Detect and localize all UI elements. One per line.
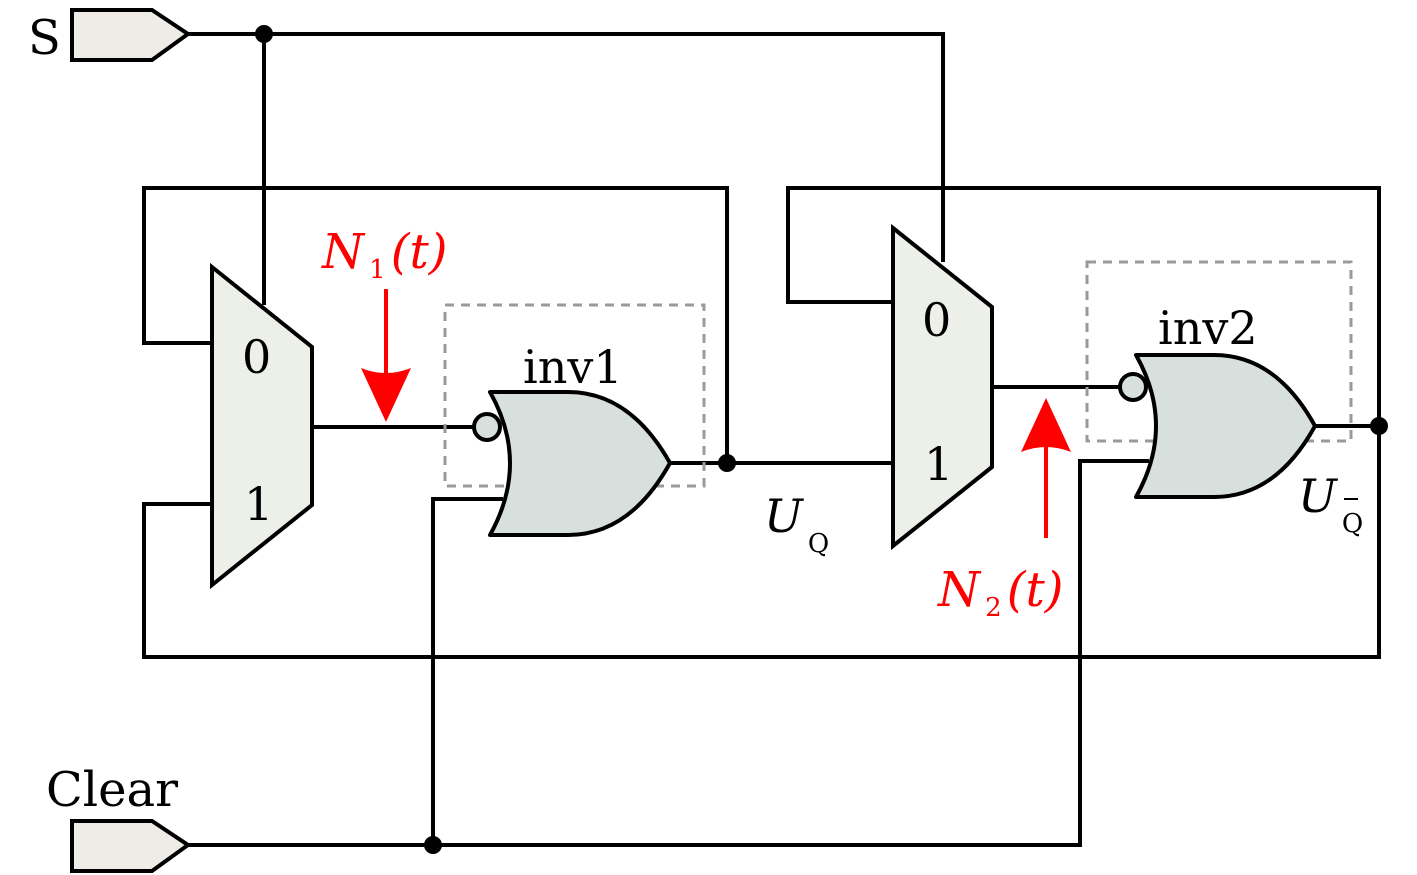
junction-uq: [718, 454, 736, 472]
n2-main: N: [937, 562, 982, 618]
uqbar-sub: Q: [1342, 509, 1363, 539]
inv1-gate-body: [488, 390, 672, 537]
inv1-inversion-bubble: [472, 412, 502, 442]
mux2: [891, 223, 994, 551]
inv2-boundary-box: [1085, 260, 1353, 443]
wire-s-to-mux2-select: [188, 32, 945, 262]
wire-feedback-uqbar-to-mux2-in0: [786, 186, 1381, 426]
wire-feedback-uqbar-to-mux1-in1: [142, 426, 1381, 659]
n1-arg: (t): [391, 224, 448, 280]
inv2-gate: [1118, 353, 1317, 499]
mux2-in0-label: 0: [922, 293, 951, 347]
junction-clear: [424, 836, 442, 854]
uq-main: U: [764, 489, 805, 543]
inv2-label: inv2: [1158, 301, 1258, 355]
junction-s: [255, 25, 273, 43]
n1-main: N: [321, 224, 366, 280]
n1-sub: 1: [369, 255, 386, 285]
inv2-inversion-bubble: [1118, 372, 1148, 402]
inv1-boundary-box: [443, 303, 706, 488]
uqbar-signal-label: U Q: [1298, 469, 1363, 539]
mux2-in1-label: 1: [924, 437, 953, 491]
n2-noise-arrow: [1021, 398, 1071, 538]
mux1: [210, 262, 314, 590]
uqbar-main: U: [1298, 469, 1339, 523]
n1-noise-label: N 1 (t): [321, 224, 447, 285]
wire-clear-to-inv2: [433, 459, 1149, 847]
mux1-in1-label: 1: [244, 477, 273, 531]
s-input-label: S: [28, 10, 61, 66]
uq-signal-label: U Q: [764, 489, 829, 559]
n2-noise-label: N 2 (t): [937, 562, 1063, 623]
inv2-gate-body: [1134, 353, 1317, 499]
junction-uqbar: [1370, 417, 1388, 435]
svg-text:U Q: U Q: [1298, 469, 1363, 539]
n2-sub: 2: [985, 593, 1002, 623]
s-input-port: [70, 8, 192, 62]
clear-input-port: [70, 819, 192, 873]
inv1-label: inv1: [523, 340, 623, 394]
clear-input-label: Clear: [46, 762, 178, 818]
n2-arg: (t): [1007, 562, 1064, 618]
wires: [142, 32, 1381, 847]
n1-noise-arrow: [361, 289, 411, 422]
uq-sub: Q: [808, 529, 829, 559]
mux1-in0-label: 0: [242, 330, 271, 384]
wire-clear-to-inv1: [188, 497, 503, 847]
wire-feedback-uq-to-mux1-in0: [142, 186, 729, 463]
inv1-gate: [472, 390, 672, 537]
